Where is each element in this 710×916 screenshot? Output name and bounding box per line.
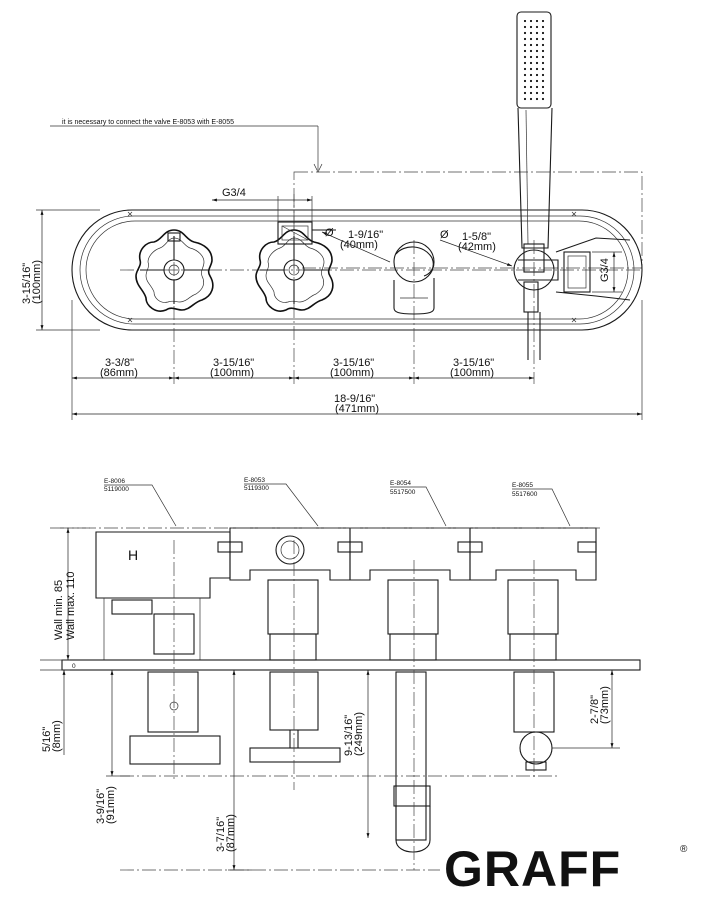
- valve-bodies: H: [60, 527, 600, 599]
- dim-9-13-16-inch: 9-13/16": [343, 715, 355, 756]
- dim-3-9-16-inch: 3-9/16": [95, 789, 107, 824]
- wall-min: Wall min. 85: [53, 580, 65, 640]
- overall-width-mm: (471mm): [335, 403, 379, 415]
- handwheel-side-2: [249, 671, 341, 763]
- plate-screws: [127, 211, 577, 323]
- dim-5-16-inch: 5/16": [41, 727, 53, 752]
- dim-3-9-16-mm: (91mm): [105, 786, 117, 824]
- part-4-number: 5517600: [512, 491, 538, 498]
- height-mm: (100mm): [31, 260, 43, 304]
- diameter-1-inch: 1-9/16": [348, 229, 383, 241]
- spacing-2-inch: 3-15/16": [213, 357, 254, 369]
- diameter-2-mm: (42mm): [458, 241, 496, 253]
- dim-9-13-16-mm: (249mm): [353, 712, 365, 756]
- hand-shower-icon: [513, 11, 559, 360]
- spacing-3-mm: (100mm): [330, 367, 374, 379]
- part-1-number: 5119000: [104, 486, 129, 493]
- spacing-4-mm: (100mm): [450, 367, 494, 379]
- side-view: E-8006 5119000 E-8053 5119300 E-8054 551…: [40, 477, 641, 871]
- spacing-3-inch: 3-15/16": [333, 357, 374, 369]
- registered-mark: ®: [680, 844, 688, 855]
- spacing-2-mm: (100mm): [210, 367, 254, 379]
- brand-logo: GRAFF ®: [444, 841, 688, 897]
- dim-3-7-16-inch: 3-7/16": [215, 817, 227, 852]
- dim-2-7-8-inch: 2-7/8": [589, 695, 601, 724]
- wall-max: Wall max. 110: [65, 572, 77, 640]
- cartridge-1: [103, 598, 201, 660]
- top-view: it is necessary to connect the valve E-8…: [21, 11, 643, 420]
- g34-connector: [277, 221, 336, 245]
- spacing-1-mm: (86mm): [100, 367, 138, 379]
- dim-5-16-mm: (8mm): [51, 720, 63, 752]
- handwheel-1-icon: [135, 229, 214, 312]
- dim-2-7-8-mm: (73mm): [599, 686, 611, 724]
- part-2-code: E-8053: [244, 477, 265, 484]
- handwheel-2-icon: [255, 229, 334, 312]
- dim-3-7-16-mm: (87mm): [225, 814, 237, 852]
- diameter-2-inch: 1-5/8": [462, 231, 491, 243]
- hose-connector: [555, 237, 631, 301]
- height-inch: 3-15/16": [21, 263, 33, 304]
- connection-note: it is necessary to connect the valve E-8…: [62, 119, 234, 126]
- zero-mark: 0: [72, 663, 76, 670]
- diameter-2-symbol: Ø: [440, 229, 449, 241]
- part-2-number: 5119300: [244, 485, 269, 492]
- thread-label: G3/4: [222, 187, 246, 199]
- finished-wall: [61, 659, 641, 671]
- hot-mark: H: [128, 547, 138, 563]
- diameter-1-mm: (40mm): [340, 239, 378, 251]
- part-4-code: E-8055: [512, 482, 533, 489]
- part-3-number: 5517500: [390, 489, 416, 496]
- diameter-1-symbol: Ø: [325, 227, 334, 239]
- thread-label-side: G3/4: [599, 258, 611, 282]
- brand-name: GRAFF: [444, 841, 621, 897]
- part-3-code: E-8054: [390, 480, 411, 487]
- part-1-code: E-8006: [104, 478, 125, 485]
- spacing-4-inch: 3-15/16": [453, 357, 494, 369]
- wall-plate: [71, 209, 643, 331]
- overall-width-inch: 18-9/16": [334, 393, 375, 405]
- handwheel-side-1: [129, 671, 221, 765]
- spout-icon: [393, 241, 435, 315]
- spacing-1-inch: 3-3/8": [105, 357, 134, 369]
- spout-side: [393, 671, 431, 853]
